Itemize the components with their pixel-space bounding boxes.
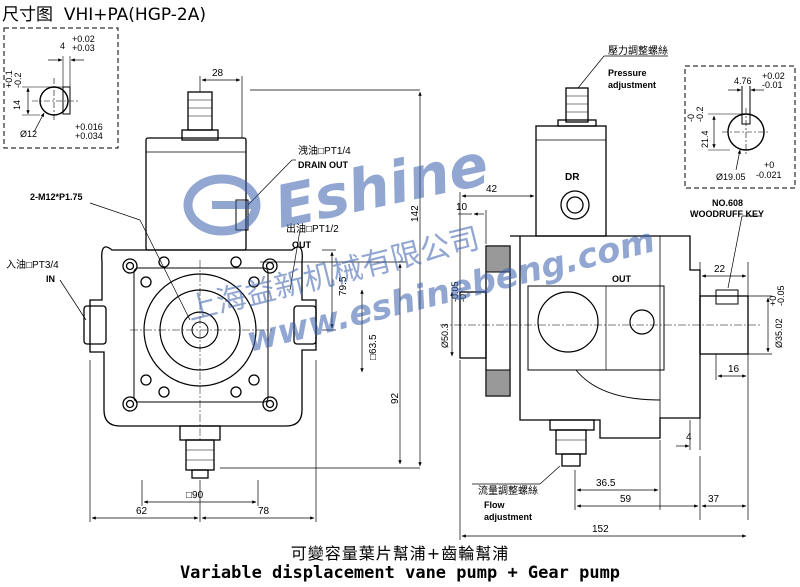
page-title: 尺寸图 VHI+PA(HGP-2A) [2, 0, 206, 25]
pressure-label-en1: Pressure [608, 68, 647, 78]
key-left-width: 4 [60, 41, 65, 51]
woodruff-label-1: NO.608 [712, 198, 743, 208]
front-view [83, 91, 317, 479]
side-dim-59: 59 [620, 494, 632, 505]
side-dim-42: 42 [486, 184, 498, 195]
key-detail-right [684, 65, 796, 189]
key-right-width-tol-dn: -0.01 [762, 80, 783, 90]
side-bore-tol-dn: -0 [458, 294, 468, 302]
side-dim-16: 16 [728, 364, 740, 375]
title-model: VHI+PA(HGP-2A) [63, 5, 206, 25]
side-dim-36-5: 36.5 [596, 478, 616, 489]
key-left-height-tol-dn: -0.2 [13, 72, 23, 88]
front-dim-90: □90 [186, 490, 204, 501]
title-cn: 尺寸图 [2, 5, 53, 25]
side-dim-37: 37 [708, 494, 720, 505]
side-dimensions [450, 55, 772, 540]
key-right-width-tol-up: +0.02 [762, 71, 785, 81]
drain-label-en: DRAIN OUT [298, 160, 348, 170]
key-left-height: 14 [12, 100, 22, 110]
side-dim-4: 4 [686, 432, 692, 443]
pressure-label-cn: 壓力調整螺絲 [608, 44, 668, 57]
out-label-cn: 出油□PT1/2 [286, 222, 339, 235]
key-right-width: 4.76 [734, 76, 752, 86]
side-bore-tol-up: -0.05 [450, 281, 460, 302]
caption-cn: 可變容量葉片幫浦+齒輪幫浦 [290, 544, 510, 563]
key-left-diam-tol-up: +0.016 [75, 122, 103, 132]
front-dim-142: 142 [410, 205, 421, 222]
side-shaft-tol-up: +0 [768, 296, 778, 306]
key-left-width-tol-up: +0.02 [72, 34, 95, 44]
front-dim-62: 62 [136, 506, 148, 517]
flow-label-en1: Flow [484, 500, 505, 510]
flow-label-en2: adjustment [484, 512, 532, 522]
caption-en: Variable displacement vane pump + Gear p… [179, 563, 621, 583]
flow-label-cn: 流量調整螺絲 [478, 484, 538, 497]
drain-label-cn: 洩油□PT1/4 [298, 144, 351, 157]
side-dr-label: DR [565, 172, 580, 183]
side-view [440, 87, 760, 467]
key-left-diameter: Ø12 [20, 129, 37, 139]
front-dim-78: 78 [258, 506, 270, 517]
key-right-height: 21.4 [700, 130, 710, 148]
side-dim-10: 10 [456, 202, 468, 213]
in-label-cn: 入油□PT3/4 [6, 258, 59, 271]
key-left-diam-tol-dn: +0.034 [75, 131, 103, 141]
side-dim-22: 22 [714, 264, 726, 275]
key-right-height-tol-dn: -0.2 [695, 106, 705, 122]
key-right-diameter: Ø19.05 [716, 172, 746, 182]
out-label-en: OUT [292, 240, 312, 250]
watermark: Eshine www.eshinebeng.com 上海益新机械有限公司 [183, 130, 658, 360]
front-dim-79-5: 79.5 [338, 276, 349, 296]
side-shaft-diameter: Ø35.02 [774, 318, 784, 348]
side-bore: Ø50.3 [440, 323, 450, 348]
side-dim-152: 152 [592, 524, 609, 535]
key-right-diam-tol-up: +0 [764, 160, 774, 170]
front-dim-63-5: □63.5 [368, 334, 379, 360]
front-dimensions [59, 76, 422, 522]
woodruff-label-2: WOODRUFF KEY [690, 209, 764, 219]
watermark-logo-icon [183, 174, 261, 236]
in-label-en: IN [46, 274, 55, 284]
front-dim-28: 28 [212, 68, 224, 79]
pressure-label-en2: adjustment [608, 80, 656, 90]
side-shaft-tol-dn: -0.05 [776, 285, 786, 306]
key-right-diam-tol-dn: -0.021 [756, 170, 782, 180]
key-right-height-tol-up: -0 [686, 114, 696, 122]
front-dim-92: 92 [390, 392, 401, 404]
side-out-label: OUT [612, 274, 632, 284]
bolt-label: 2-M12*P1.75 [30, 192, 83, 202]
key-left-width-tol-dn: +0.03 [72, 43, 95, 53]
key-left-height-tol-up: +0.1 [4, 70, 14, 88]
key-detail-left [3, 27, 119, 149]
